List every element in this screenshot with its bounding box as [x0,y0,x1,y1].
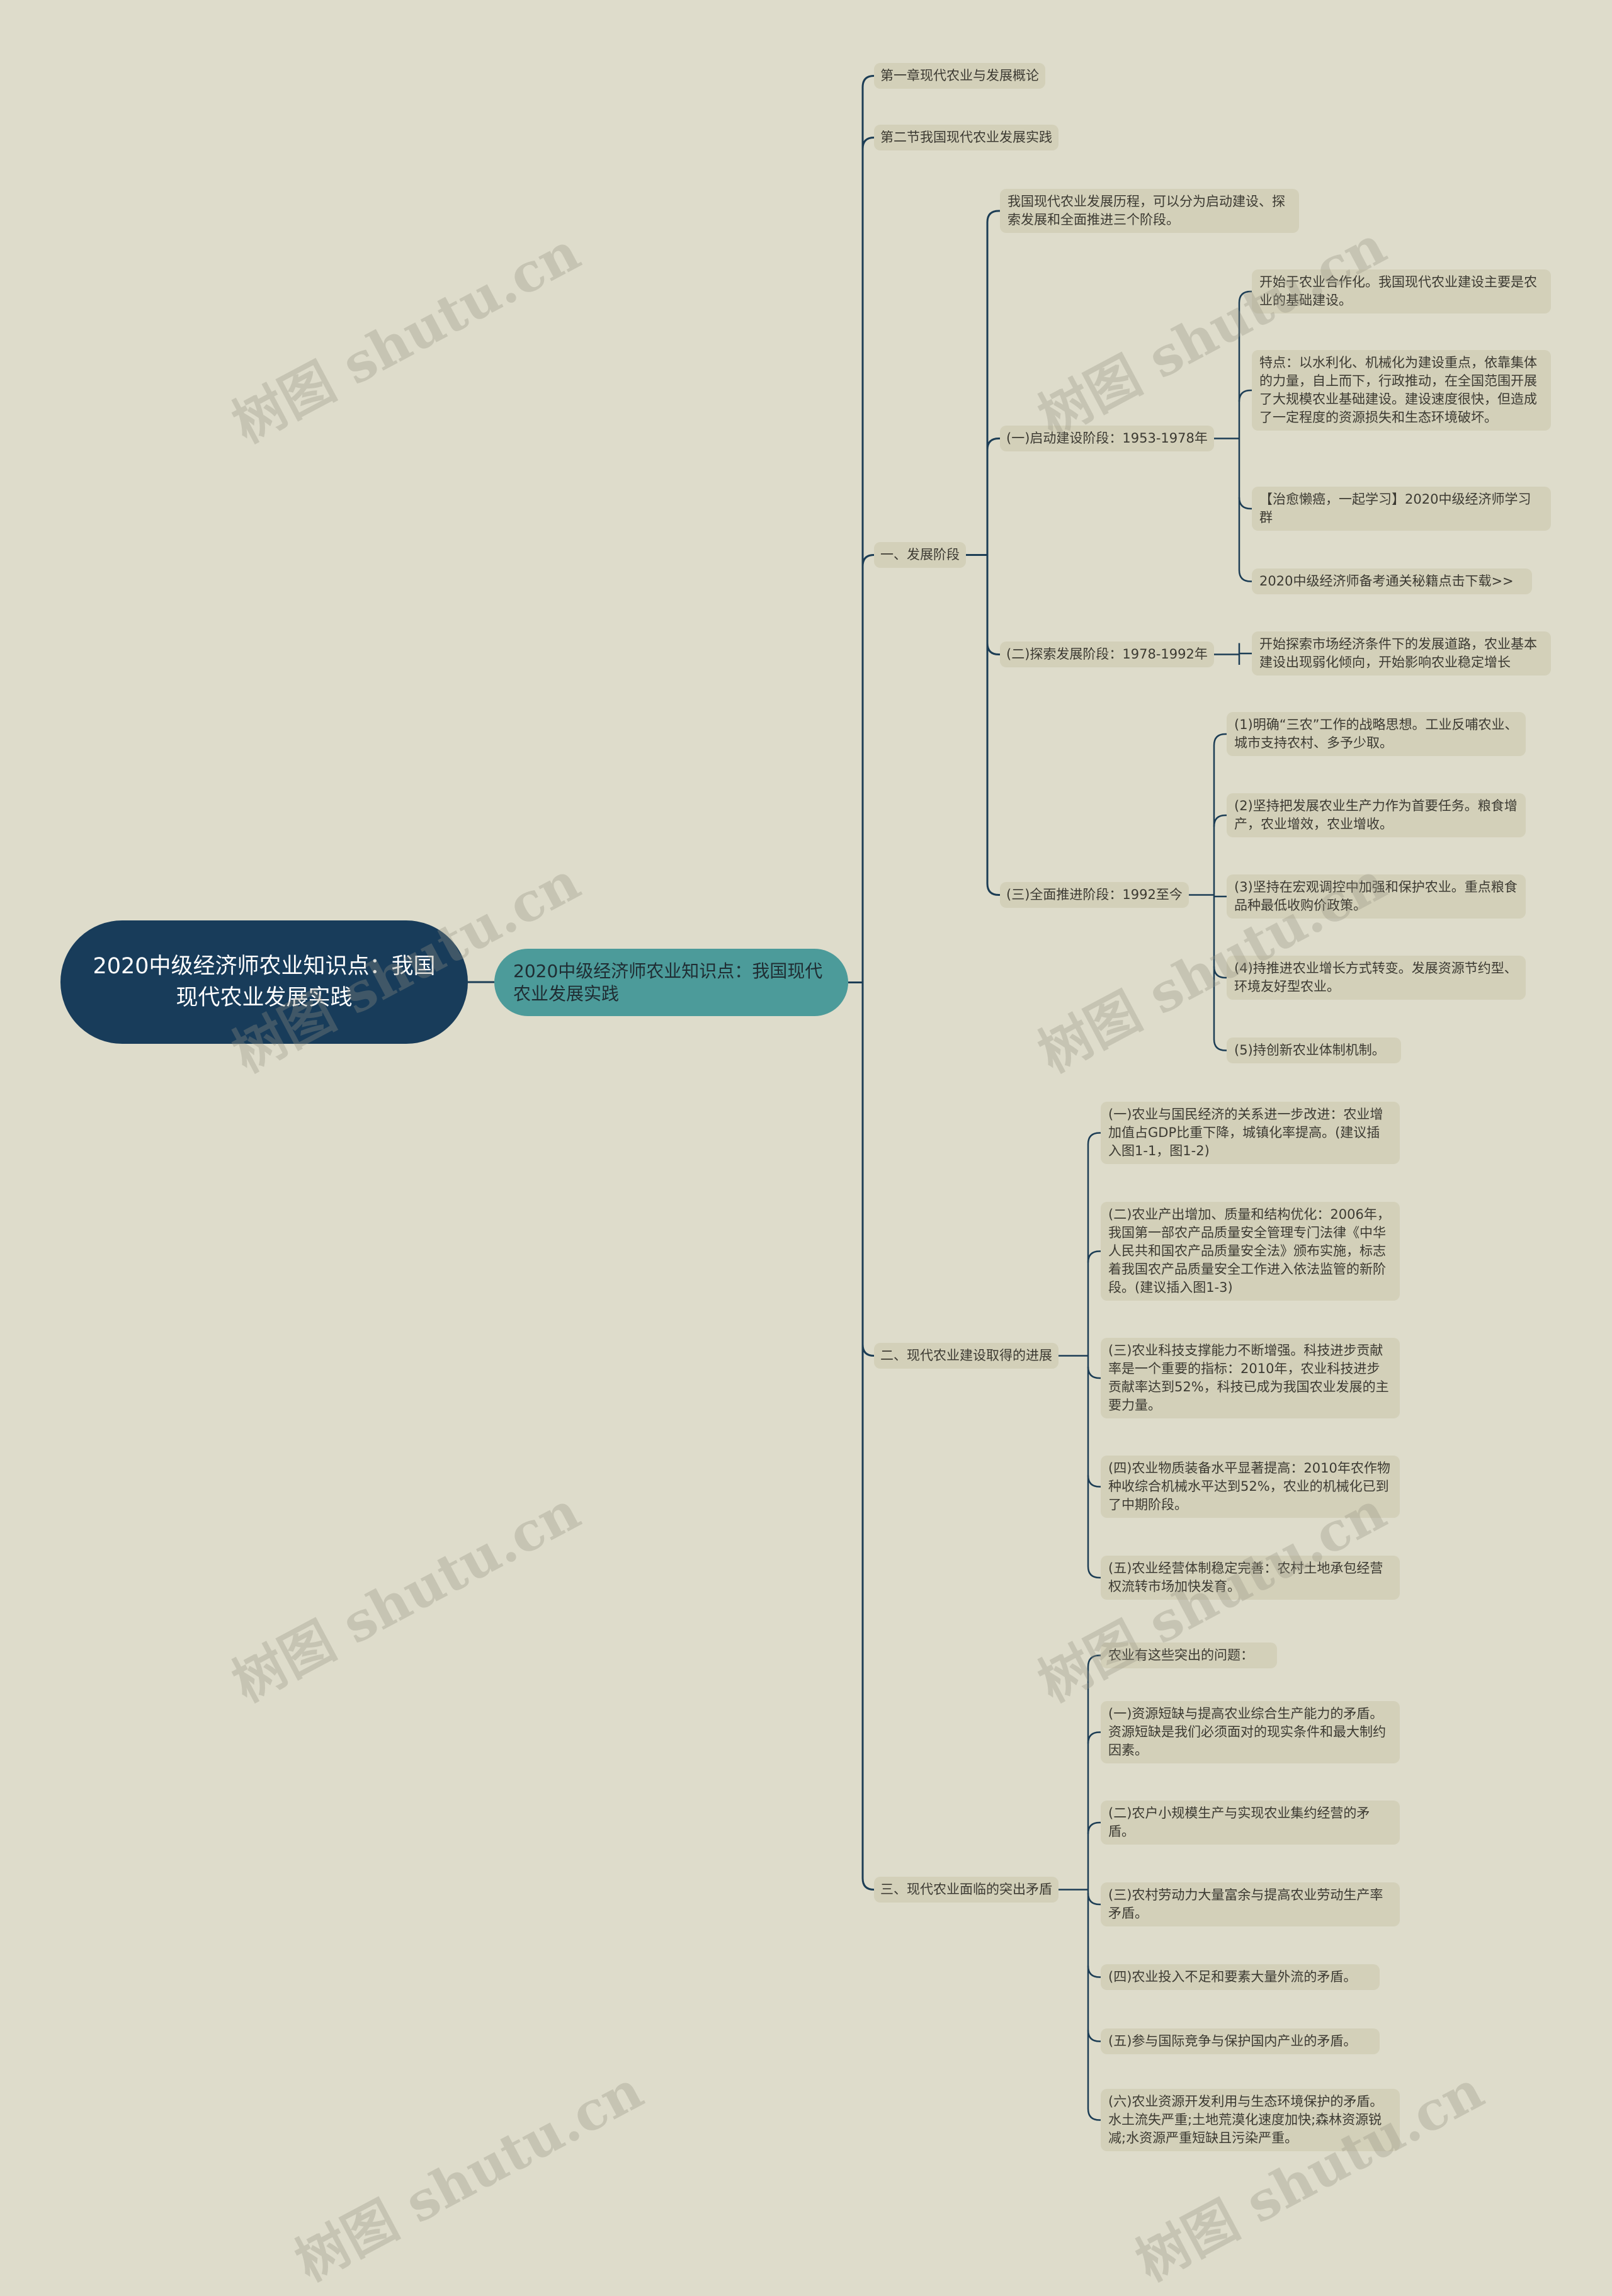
subject-node[interactable]: 2020中级经济师农业知识点：我国现代农业发展实践 [494,949,848,1016]
connector-line [861,1344,875,1357]
connector-line [1238,497,1252,510]
section-2-node[interactable]: 第二节我国现代农业发展实践 [874,125,1059,150]
connector-line [1087,1821,1101,1835]
progress-branch[interactable]: 二、现代农业建设取得的进展 [874,1343,1059,1369]
conflict-item[interactable]: (二)农户小规模生产与实现农业集约经营的矛盾。 [1101,1801,1400,1845]
stage-3-item[interactable]: (2)坚持把发展农业生产力作为首要任务。粮食增产，农业增效，农业增收。 [1227,793,1526,837]
conflict-item[interactable]: (四)农业投入不足和要素大量外流的矛盾。 [1101,1964,1380,1990]
connector-line [986,210,1000,223]
stage-3-item[interactable]: (3)坚持在宏观调控中加强和保护农业。重点粮食品种最低收购价政策。 [1227,874,1526,919]
conflict-item[interactable]: (三)农村劳动力大量富余与提高农业劳动生产率矛盾。 [1101,1882,1400,1926]
connector-line [1087,2030,1101,2042]
stage-3-item[interactable]: (5)持创新农业体制机制。 [1227,1038,1401,1063]
progress-item[interactable]: (一)农业与国民经济的关系进一步改进：农业增加值占GDP比重下降，城镇化率提高。… [1101,1102,1400,1164]
stage-3-item[interactable]: (1)明确“三农”工作的战略思想。工业反哺农业、城市支持农村、多予少取。 [1227,712,1526,756]
conflicts-branch[interactable]: 三、现代农业面临的突出矛盾 [874,1877,1059,1903]
connector-line [1213,966,1227,979]
connector-line [1238,570,1252,582]
connector-line [1087,2108,1101,2121]
root-node[interactable]: 2020中级经济师农业知识点：我国现代农业发展实践 [60,920,468,1044]
connector-line [861,554,875,567]
connector-line [1087,1892,1101,1906]
connector-line [986,438,1000,450]
connector-line [1087,1366,1101,1379]
connector-line [1087,1731,1101,1744]
chapter-1-node[interactable]: 第一章现代农业与发展概论 [874,63,1045,89]
connector-line [861,1878,875,1891]
conflict-item[interactable]: 农业有这些突出的问题： [1101,1643,1277,1668]
connector-line [1087,1965,1101,1978]
connector-line [1213,733,1227,746]
connector-line [1238,290,1252,303]
connector-line [1213,1039,1227,1051]
stage-2-item[interactable]: 开始探索市场经济条件下的发展道路，农业基本建设出现弱化倾向，开始影响农业稳定增长 [1252,631,1551,676]
stage-1-item[interactable]: 开始于农业合作化。我国现代农业建设主要是农业的基础建设。 [1252,269,1551,314]
progress-item[interactable]: (四)农业物质装备水平显著提高：2010年农作物种收综合机械水平达到52%，农业… [1101,1456,1400,1518]
connector-line [861,137,875,149]
connector-line [1213,814,1227,827]
stage-1-item[interactable]: 特点：以水利化、机械化为建设重点，依靠集体的力量，自上而下，行政推动，在全国范围… [1252,350,1551,431]
stages-intro[interactable]: 我国现代农业发展历程，可以分为启动建设、探索发展和全面推进三个阶段。 [1000,189,1299,233]
connector-line [1087,1132,1101,1145]
conflict-item[interactable]: (一)资源短缺与提高农业综合生产能力的矛盾。资源短缺是我们必须面对的现实条件和最… [1101,1701,1400,1763]
stages-branch[interactable]: 一、发展阶段 [874,542,966,568]
progress-item[interactable]: (五)农业经营体制稳定完善：农村土地承包经营权流转市场加快发育。 [1101,1556,1400,1600]
stage-3-item[interactable]: (4)持推进农业增长方式转变。发展资源节约型、环境友好型农业。 [1227,956,1526,1000]
connector-line [986,643,1000,655]
stage-1-item[interactable]: 2020中级经济师备考通关秘籍点击下载>> [1252,568,1532,594]
stage-1-node[interactable]: (一)启动建设阶段：1953-1978年 [1000,426,1214,451]
connector-line [861,75,875,88]
stage-3-node[interactable]: (三)全面推进阶段：1992至今 [1000,882,1189,908]
connector-line [1087,1250,1101,1263]
connector-line [986,883,1000,896]
connector-line [1087,1654,1101,1667]
connector-line [1087,1566,1101,1579]
progress-item[interactable]: (三)农业科技支撑能力不断增强。科技进步贡献率是一个重要的指标：2010年，农业… [1101,1338,1400,1418]
conflict-item[interactable]: (五)参与国际竞争与保护国内产业的矛盾。 [1101,2028,1380,2054]
stage-2-node[interactable]: (二)探索发展阶段：1978-1992年 [1000,642,1214,667]
connector-lines [468,75,1252,2121]
stage-1-item[interactable]: 【治愈懒癌，一起学习】2020中级经济师学习群 [1252,487,1551,531]
connector-line [1087,1475,1101,1488]
progress-item[interactable]: (二)农业产出增加、质量和结构优化：2006年，我国第一部农产品质量安全管理专门… [1101,1202,1400,1301]
conflict-item[interactable]: (六)农业资源开发利用与生态环境保护的矛盾。水土流失严重;土地荒漠化速度加快;森… [1101,2089,1400,2151]
connector-line [1238,389,1252,402]
